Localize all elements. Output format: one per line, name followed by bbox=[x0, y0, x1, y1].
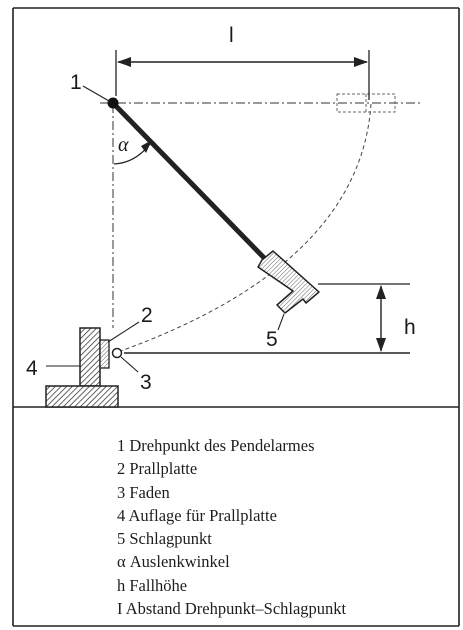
raised-hammer-ghost bbox=[336, 93, 396, 113]
angle-marker bbox=[113, 140, 152, 165]
height-dimension bbox=[124, 283, 410, 354]
plate-label: 2 bbox=[141, 304, 153, 327]
pendulum-arm bbox=[110, 100, 276, 270]
height-label: h bbox=[404, 316, 416, 339]
legend-item: 5 Schlagpunkt bbox=[117, 529, 212, 549]
plate-leader-line bbox=[107, 321, 140, 343]
swing-arc bbox=[117, 103, 372, 353]
thread-label: 3 bbox=[140, 371, 152, 394]
pivot-leader-line bbox=[82, 85, 110, 102]
legend-item: h Fallhöhe bbox=[117, 575, 188, 595]
thread bbox=[111, 347, 123, 359]
legend-item: 3 Faden bbox=[117, 482, 170, 502]
plate-support bbox=[45, 327, 119, 408]
legend: 1 Drehpunkt des Pendelarmes 2 Prallplatt… bbox=[117, 434, 346, 620]
angle-label: α bbox=[118, 134, 129, 156]
thread-leader-line bbox=[120, 356, 139, 373]
frame-border bbox=[12, 7, 460, 627]
pivot-label: 1 bbox=[70, 71, 82, 94]
legend-item: 2 Prallplatte bbox=[117, 459, 198, 479]
hammer-head bbox=[257, 250, 320, 314]
legend-item: 1 Drehpunkt des Pendelarmes bbox=[117, 436, 315, 455]
impact-plate bbox=[99, 339, 110, 369]
legend-item: α Auslenkwinkel bbox=[117, 552, 230, 572]
pivot-point bbox=[107, 97, 119, 109]
impact-label: 5 bbox=[266, 328, 278, 351]
distance-label: l bbox=[229, 24, 234, 47]
distance-dimension bbox=[115, 50, 370, 100]
legend-item: 4 Auflage für Prallplatte bbox=[117, 505, 277, 525]
support-label: 4 bbox=[26, 357, 38, 380]
legend-item: I Abstand Drehpunkt–Schlagpunkt bbox=[117, 599, 347, 619]
impact-leader-line bbox=[277, 313, 285, 331]
